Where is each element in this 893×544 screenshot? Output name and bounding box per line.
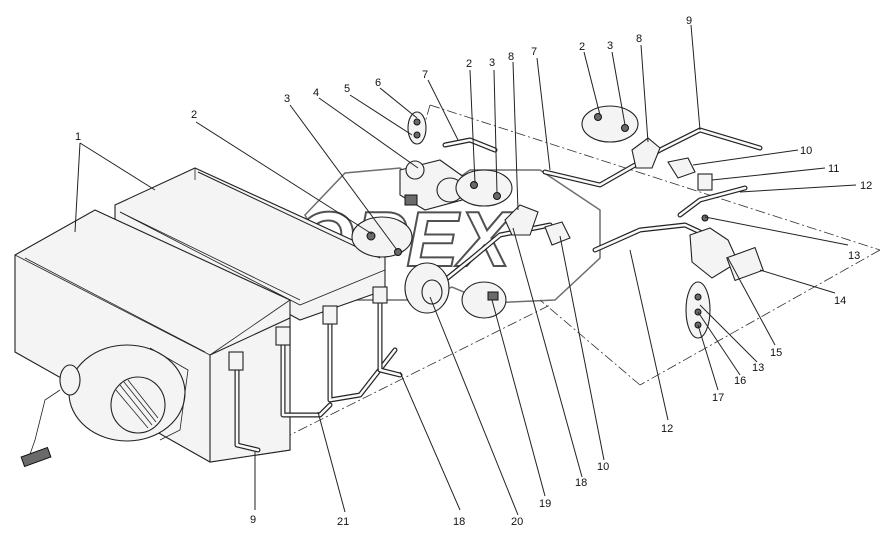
callout-3: 3 <box>489 57 495 69</box>
callout-19: 19 <box>539 498 551 510</box>
callout-18: 18 <box>575 477 587 489</box>
callout-5: 5 <box>344 83 350 95</box>
callout-10: 10 <box>800 145 812 157</box>
callout-18: 18 <box>453 516 465 528</box>
callout-2: 2 <box>579 41 585 53</box>
callout-7: 7 <box>422 69 428 81</box>
callout-14: 14 <box>834 295 846 307</box>
callout-16: 16 <box>734 375 746 387</box>
callout-20: 20 <box>511 516 523 528</box>
callout-15: 15 <box>770 347 782 359</box>
callout-7: 7 <box>531 46 537 58</box>
callout-8: 8 <box>636 33 642 45</box>
callout-6: 6 <box>375 77 381 89</box>
callout-4: 4 <box>313 87 319 99</box>
callout-2: 2 <box>191 109 197 121</box>
callouts: 1 2 3 4 5 6 7 2 3 8 7 2 3 8 9 10 11 12 1… <box>75 15 872 528</box>
heater-housing <box>14 167 386 468</box>
callout-17: 17 <box>712 392 724 404</box>
callout-2: 2 <box>466 58 472 70</box>
callout-8: 8 <box>508 51 514 63</box>
callout-9: 9 <box>686 15 692 27</box>
callout-21: 21 <box>337 516 349 528</box>
callout-13: 13 <box>752 362 764 374</box>
leader-lines <box>74 24 857 516</box>
callout-10: 10 <box>597 461 609 473</box>
callout-13: 13 <box>848 250 860 262</box>
callout-1: 1 <box>75 131 81 143</box>
callout-3: 3 <box>284 93 290 105</box>
callout-11: 11 <box>828 163 839 175</box>
hoses <box>234 127 763 453</box>
callout-3: 3 <box>607 40 613 52</box>
callout-12: 12 <box>661 423 673 435</box>
gasket-left <box>351 216 413 258</box>
callout-12: 12 <box>860 180 872 192</box>
callout-9: 9 <box>250 514 256 526</box>
